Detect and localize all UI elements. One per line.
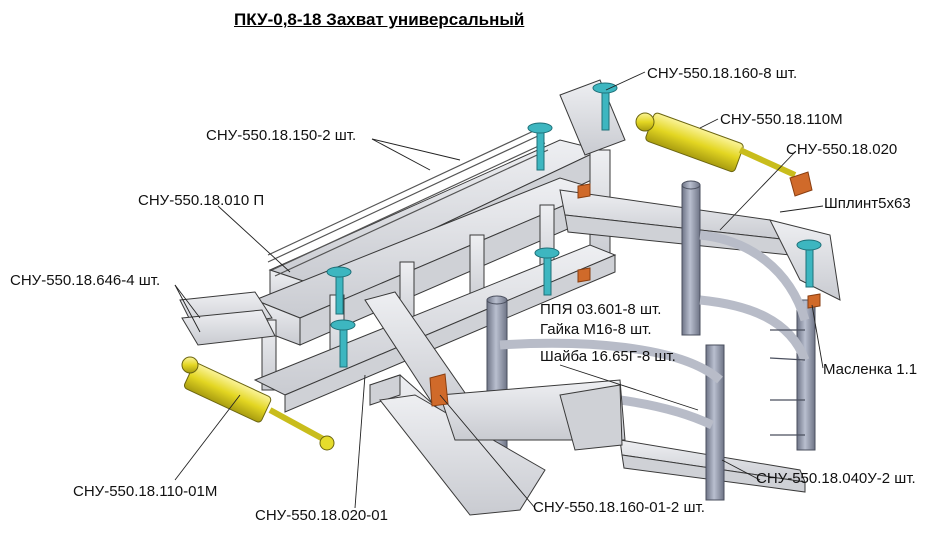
- label-ppya: ППЯ 03.601-8 шт.: [540, 301, 662, 318]
- label-tine: СНУ-550.18.040У-2 шт.: [756, 470, 916, 487]
- drawing-title: ПКУ-0,8-18 Захват универсальный: [234, 10, 525, 29]
- brackets: [429, 171, 821, 407]
- label-hinge: СНУ-550.18.646-4 шт.: [10, 272, 161, 289]
- label-arm-left: СНУ-550.18.020-01: [255, 507, 388, 524]
- label-cylinder-top: СНУ-550.18.110М: [720, 111, 843, 128]
- cylinders: [181, 112, 797, 451]
- label-frame: СНУ-550.18.010 П: [138, 192, 265, 209]
- label-rails: СНУ-550.18.150-2 шт.: [206, 127, 357, 144]
- label-pin: Шплинт5х63: [824, 195, 911, 212]
- top-cylinder: [635, 112, 797, 178]
- label-oiler: Масленка 1.1: [823, 361, 918, 378]
- label-arm-right: СНУ-550.18.020: [786, 141, 898, 158]
- label-bolt-top: СНУ-550.18.160-8 шт.: [647, 65, 798, 82]
- label-nut: Гайка М16-8 шт.: [540, 321, 652, 338]
- label-cylinder-bottom: СНУ-550.18.110-01М: [73, 483, 218, 500]
- bottom-cylinder: [181, 356, 335, 451]
- frame-assembly: [179, 79, 626, 413]
- label-washer: Шайба 16.65Г-8 шт.: [540, 348, 676, 365]
- leader-lines: [174, 71, 824, 509]
- label-bolt-bottom: СНУ-550.18.160-01-2 шт.: [533, 499, 705, 516]
- rails: [267, 127, 549, 277]
- mount-bolts: [326, 82, 822, 368]
